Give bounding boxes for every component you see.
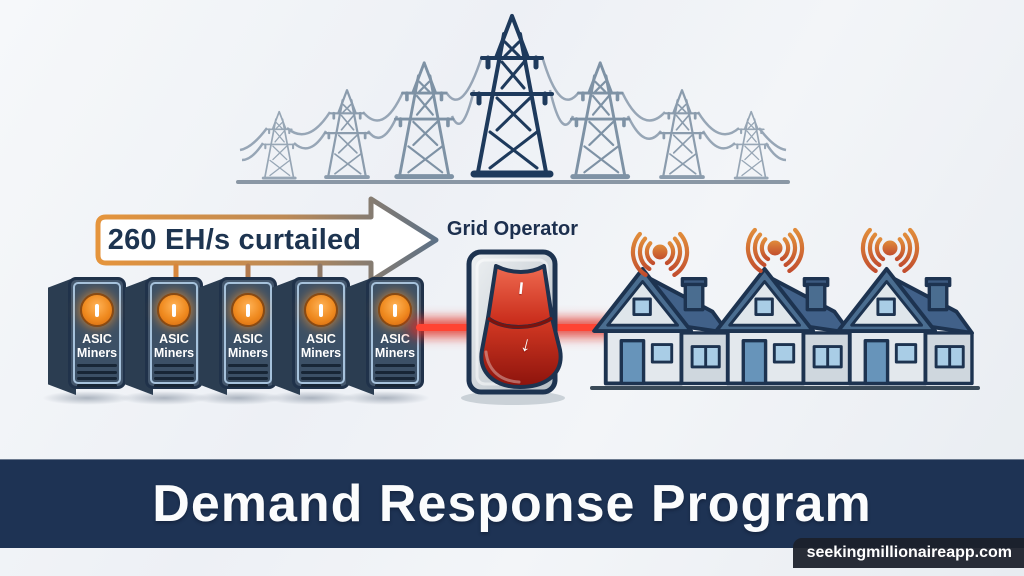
asic-miner: ASIC Miners <box>340 277 430 405</box>
power-icon <box>95 303 99 317</box>
miner-label: ASIC Miners <box>227 332 269 361</box>
power-lines <box>239 55 787 162</box>
miner-label: ASIC Miners <box>153 332 195 361</box>
power-icon <box>246 303 250 317</box>
vent-grill <box>154 361 194 391</box>
miner-front-panel: ASIC Miners <box>366 277 424 389</box>
miner-label: ASIC Miners <box>374 332 416 361</box>
curtailment-arrow-label: 260 EH/s curtailed <box>107 223 362 256</box>
house <box>836 267 974 386</box>
watermark: seekingmillionaireapp.com <box>792 538 1024 568</box>
rocker-switch <box>479 264 563 389</box>
switch-on-marking: I <box>517 278 525 299</box>
miner-front-panel: ASIC Miners <box>219 277 277 389</box>
asic-miner: ASIC Miners <box>42 277 132 405</box>
asic-miner: ASIC Miners <box>193 277 283 405</box>
power-button-icon <box>231 293 265 327</box>
miner-shadow <box>119 391 209 405</box>
page-title: Demand Response Program <box>152 474 872 533</box>
miner-front-panel: ASIC Miners <box>292 277 350 389</box>
power-button-icon <box>157 293 191 327</box>
curtailment-arrow-shape <box>95 196 439 284</box>
miner-shadow <box>42 391 132 405</box>
radio-signal-icon <box>745 229 804 273</box>
power-button-icon <box>80 293 114 327</box>
power-icon <box>172 303 176 317</box>
radio-signal-icon <box>630 233 689 277</box>
miner-label: ASIC Miners <box>76 332 118 361</box>
miner-shadow <box>340 391 430 405</box>
miner-shadow <box>193 391 283 405</box>
power-button-icon <box>304 293 338 327</box>
asic-miner: ASIC Miners <box>266 277 356 405</box>
vent-grill <box>228 361 268 391</box>
vent-grill <box>77 361 117 391</box>
miner-shadow <box>266 391 356 405</box>
power-icon <box>319 303 323 317</box>
title-banner: Demand Response Program <box>0 459 1024 548</box>
power-icon <box>393 303 397 317</box>
vent-grill <box>375 361 415 391</box>
miner-front-panel: ASIC Miners <box>68 277 126 389</box>
house <box>714 267 852 386</box>
grid-operator-label: Grid Operator <box>446 217 579 240</box>
vent-grill <box>301 361 341 391</box>
grid-operator-switch <box>461 249 565 405</box>
asic-miner: ASIC Miners <box>119 277 209 405</box>
house <box>592 267 730 386</box>
miner-label: ASIC Miners <box>300 332 342 361</box>
radio-signal-icon <box>860 229 919 273</box>
